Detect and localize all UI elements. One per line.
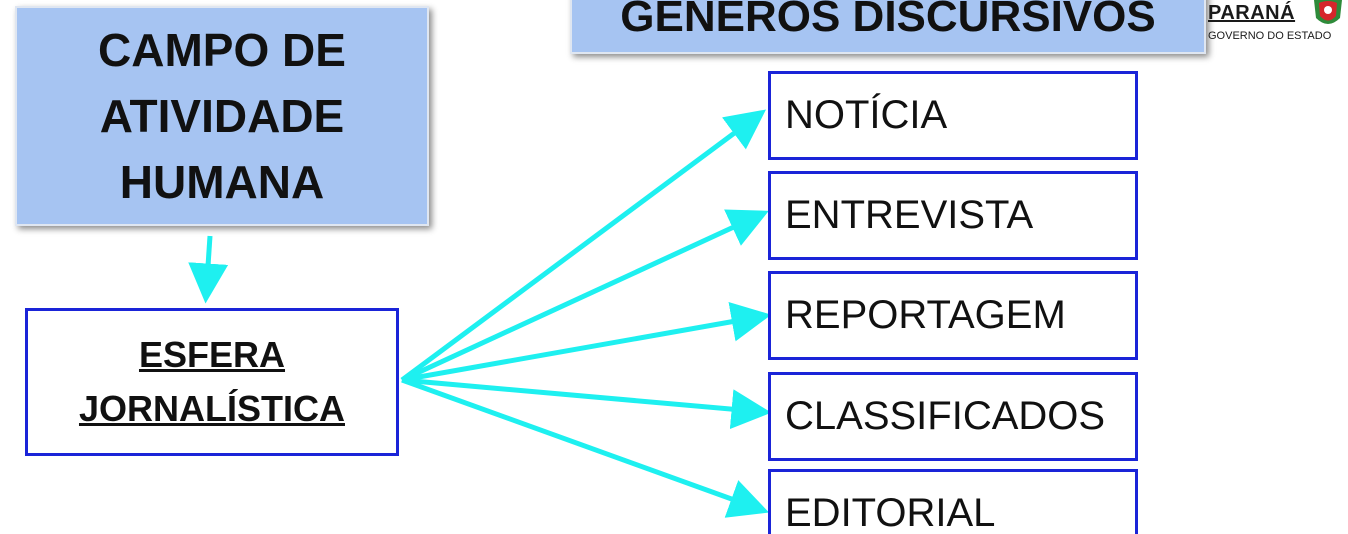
arrow-campo-to-esfera	[188, 235, 229, 304]
activity-field-box: CAMPO DE ATIVIDADE HUMANA	[15, 6, 429, 226]
sphere-line-1: ESFERA	[138, 334, 286, 375]
logo-subtitle: GOVERNO DO ESTADO	[1208, 30, 1332, 42]
parana-logo: PARANÁ GOVERNO DO ESTADO	[1204, 0, 1348, 52]
genre-label: EDITORIAL	[785, 491, 996, 534]
arrow-to-noticia	[400, 109, 767, 383]
arrow-to-reportagem	[401, 301, 772, 383]
coat-of-arms-icon	[1314, 0, 1342, 24]
activity-field-line-2: ATIVIDADE	[99, 90, 345, 142]
genres-title: GÊNEROS DISCURSIVOS	[620, 0, 1156, 41]
genre-label: REPORTAGEM	[785, 293, 1066, 337]
genre-label: ENTREVISTA	[785, 193, 1034, 237]
genre-box-editorial: EDITORIAL	[768, 469, 1138, 534]
logo-name: PARANÁ	[1208, 2, 1296, 24]
genre-label: NOTÍCIA	[785, 93, 948, 137]
genre-box-noticia: NOTÍCIA	[768, 71, 1138, 160]
activity-field-line-3: HUMANA	[119, 156, 325, 208]
genre-box-reportagem: REPORTAGEM	[768, 271, 1138, 360]
arrow-to-editorial	[401, 377, 770, 518]
genre-label: CLASSIFICADOS	[785, 394, 1106, 438]
activity-field-line-1: CAMPO DE	[98, 24, 346, 76]
arrow-to-entrevista	[400, 209, 769, 383]
genre-box-entrevista: ENTREVISTA	[768, 171, 1138, 260]
arrow-to-classificados	[401, 377, 772, 430]
sphere-box: ESFERA JORNALÍSTICA	[25, 308, 399, 456]
sphere-line-2: JORNALÍSTICA	[78, 388, 345, 429]
genres-title-box: GÊNEROS DISCURSIVOS	[570, 0, 1206, 54]
genre-box-classificados: CLASSIFICADOS	[768, 372, 1138, 461]
